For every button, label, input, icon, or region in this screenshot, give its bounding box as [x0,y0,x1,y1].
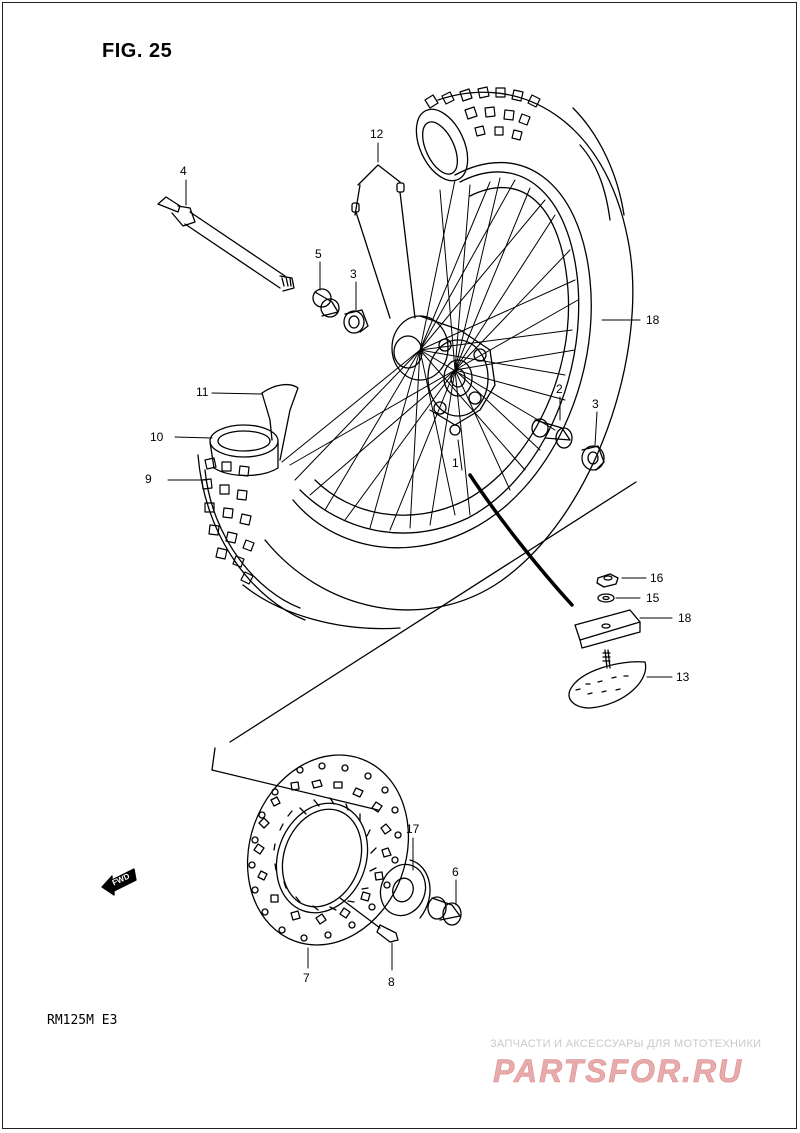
callout-axle: 4 [180,164,187,178]
figure-title: FIG. 25 [102,40,173,62]
fwd-arrow-icon [101,868,137,896]
callout-hub: 1 [452,456,459,470]
callout-spacer: 5 [315,247,322,261]
tread-pattern [201,86,541,585]
axle-spacer-and-bearing [312,288,369,334]
disc-bolt-cover-and-spacer [339,859,462,943]
callout-rim-lock: 13 [676,670,690,684]
front-axle [157,196,295,292]
watermark-tagline: ЗАПЧАСТИ И АКСЕССУАРЫ ДЛЯ МОТОТЕХНИКИ [490,1038,762,1050]
callout-disc-spacer: 6 [452,865,459,879]
callout-tire: 9 [145,472,152,486]
callout-rim-band: 11 [196,385,209,399]
callout-disc-cover: 17 [406,822,420,836]
callout-bearing-left: 3 [350,267,357,281]
brake-disc [246,754,410,946]
callout-spoke-nipple: 12 [370,127,384,141]
callout-rim: 18 [646,313,660,327]
callout-nut: 16 [650,571,664,585]
hub-spacer-and-bearing-right [531,418,605,471]
spoke-nipples [351,164,416,319]
callout-brake-disc: 7 [303,971,310,985]
callout-rim-lock-spacer: 18 [678,611,692,625]
watermark-logo-text: PARTSFOR.RU [493,1054,743,1088]
callout-disc-bolt: 8 [388,975,395,989]
tire-and-rim [197,91,634,630]
rim-lock-assembly [468,473,647,709]
rim-band-and-tube [209,383,299,477]
callout-bearing-right: 3 [592,397,599,411]
spokes [281,177,579,531]
model-code: RM125M E3 [47,1013,118,1028]
callout-hub-spacer: 2 [556,382,563,396]
callout-tube: 10 [150,430,164,444]
wheel-hub [391,315,496,436]
leader-lines [167,142,673,971]
callout-washer: 15 [646,591,660,605]
watermark-logo: PARTSFOR.RU [493,1054,743,1088]
